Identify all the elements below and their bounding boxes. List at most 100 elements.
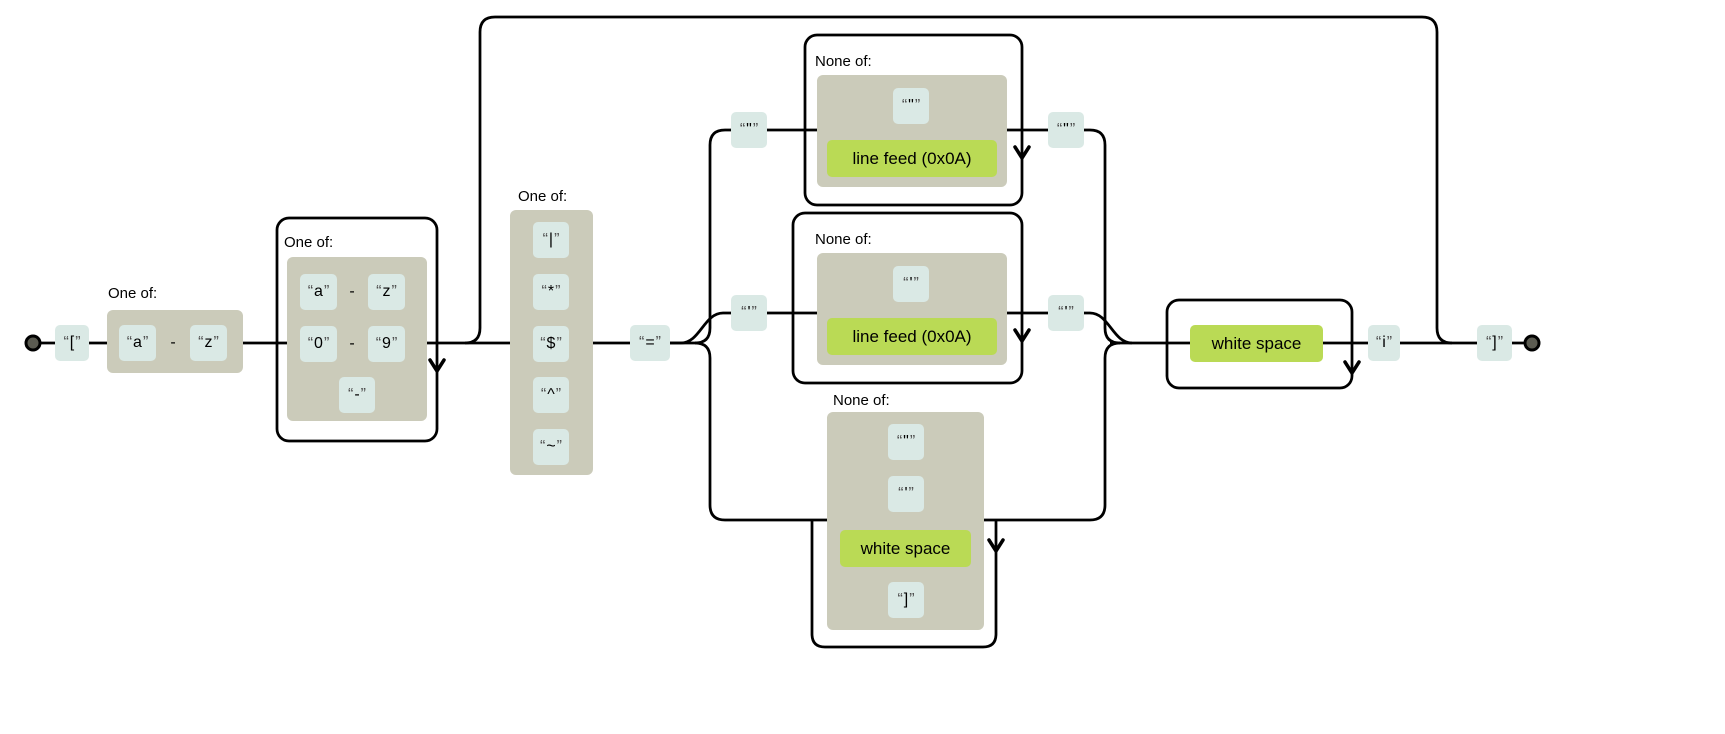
close-quote: ” xyxy=(909,591,915,608)
open-quote: “ xyxy=(540,386,547,403)
charset1-item-z: “z” xyxy=(190,325,227,361)
close-quote: ” xyxy=(555,283,561,300)
literal-char: * xyxy=(547,283,555,300)
range-dash: - xyxy=(349,335,355,352)
close-quote: ” xyxy=(1068,304,1074,321)
escape-line-feed: line feed (0x0A) xyxy=(827,318,997,355)
open-quote: “ xyxy=(898,485,904,502)
literal-double-quote-open: “"” xyxy=(731,112,767,148)
open-quote: “ xyxy=(1375,334,1382,351)
close-quote: ” xyxy=(554,231,560,248)
literal-i-flag: “i” xyxy=(1368,325,1400,361)
open-quote: “ xyxy=(896,433,903,450)
literal-char: " xyxy=(746,121,752,138)
open-quote: “ xyxy=(375,335,382,352)
literal-char: [ xyxy=(69,334,75,351)
literal-char: ] xyxy=(1492,334,1497,351)
rail-branch-single-quoted xyxy=(670,311,1133,345)
escape-white-space: white space xyxy=(840,530,971,567)
literal-char: ' xyxy=(909,275,913,292)
literal-char: a xyxy=(133,334,142,351)
literal-char: ] xyxy=(903,591,909,608)
close-quote: ” xyxy=(213,334,219,351)
literal-char: = xyxy=(645,334,655,351)
close-quote: ” xyxy=(323,335,330,352)
close-quote: ” xyxy=(556,438,562,455)
charset2-item-0: “0” xyxy=(300,326,337,362)
literal-single-quote-open: “'” xyxy=(731,295,767,331)
charset2-item-9: “9” xyxy=(368,326,405,362)
loop-arrow-charset6 xyxy=(987,538,1005,553)
literal-close-bracket: “]” xyxy=(1477,325,1512,361)
open-quote: “ xyxy=(901,97,908,114)
literal-char: z xyxy=(204,334,213,351)
literal-char: ' xyxy=(904,485,908,502)
open-quote: “ xyxy=(1058,304,1064,321)
open-quote: “ xyxy=(126,334,133,351)
open-quote: “ xyxy=(903,275,909,292)
open-quote: “ xyxy=(376,283,382,300)
charset6-item-double-quote: “"” xyxy=(888,424,924,460)
charset5-item-single-quote: “'” xyxy=(893,266,929,302)
charset3-item-tilde: “~” xyxy=(533,429,569,465)
open-quote: “ xyxy=(540,335,546,352)
open-quote: “ xyxy=(1485,334,1492,351)
literal-char: ' xyxy=(1064,304,1068,321)
charset2-label: One of: xyxy=(284,234,334,251)
close-quote: ” xyxy=(913,275,919,292)
close-quote: ” xyxy=(323,283,330,300)
literal-char: 9 xyxy=(382,335,391,352)
literal-char: " xyxy=(1063,121,1069,138)
literal-char: ^ xyxy=(547,386,555,403)
charset3-item-caret: “^” xyxy=(533,377,569,413)
open-quote: “ xyxy=(739,121,746,138)
charset2-item-z: “z” xyxy=(368,274,405,310)
rail-skip-optional-group xyxy=(464,15,1453,345)
loop-arrow-charset2 xyxy=(428,358,446,373)
open-quote: “ xyxy=(639,334,645,351)
literal-char: $ xyxy=(546,335,556,352)
charset1-label: One of: xyxy=(108,285,158,302)
literal-char: - xyxy=(354,386,360,403)
literal-double-quote-close: “"” xyxy=(1048,112,1084,148)
charset4-label: None of: xyxy=(815,53,872,70)
close-quote: ” xyxy=(360,386,366,403)
charset6-item-single-quote: “'” xyxy=(888,476,924,512)
literal-char: z xyxy=(382,283,391,300)
range-dash: - xyxy=(349,283,355,300)
charset2-item-a: “a” xyxy=(300,274,337,310)
literal-char: " xyxy=(908,97,914,114)
literal-char: 0 xyxy=(314,335,323,352)
close-quote: ” xyxy=(909,433,916,450)
open-quote: “ xyxy=(63,334,69,351)
charset2-item-hyphen: “-” xyxy=(339,377,375,413)
open-quote: “ xyxy=(542,231,548,248)
close-quote: ” xyxy=(1069,121,1076,138)
close-quote: ” xyxy=(1497,334,1504,351)
close-quote: ” xyxy=(751,304,757,321)
close-quote: ” xyxy=(908,485,914,502)
charset5-label: None of: xyxy=(815,231,872,248)
literal-single-quote-close: “'” xyxy=(1048,295,1084,331)
open-quote: “ xyxy=(198,334,204,351)
close-quote: ” xyxy=(555,386,562,403)
literal-char: i xyxy=(1382,334,1386,351)
loop-arrow-whitespace xyxy=(1343,360,1361,375)
open-quote: “ xyxy=(1056,121,1063,138)
close-quote: ” xyxy=(556,335,562,352)
close-quote: ” xyxy=(1386,334,1393,351)
literal-char: " xyxy=(903,433,909,450)
start-node xyxy=(24,334,42,352)
charset3-label: One of: xyxy=(518,188,568,205)
loop-arrow-charset5 xyxy=(1013,328,1031,343)
open-quote: “ xyxy=(348,386,354,403)
repeat-loop-path-charset6 xyxy=(810,520,998,649)
open-quote: “ xyxy=(741,304,747,321)
close-quote: ” xyxy=(391,335,398,352)
end-node xyxy=(1523,334,1541,352)
literal-char: a xyxy=(314,283,323,300)
charset1-item-a: “a” xyxy=(119,325,156,361)
literal-char: ~ xyxy=(546,438,556,455)
open-quote: “ xyxy=(540,438,546,455)
